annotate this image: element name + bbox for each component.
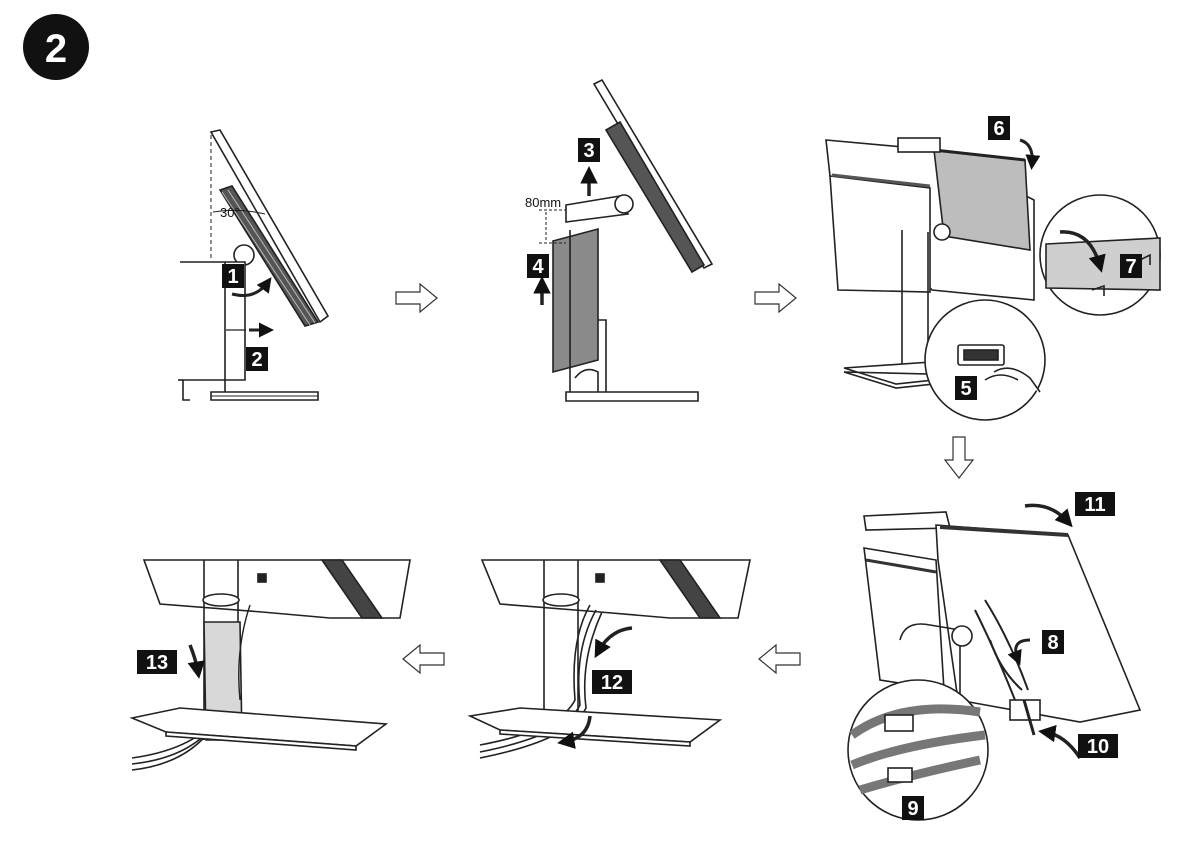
svg-text:13: 13	[146, 652, 168, 674]
panel-1-tilt-monitor: 30°	[178, 129, 330, 401]
step-label-6: 6	[988, 116, 1010, 140]
flow-arrow-3	[943, 436, 975, 479]
svg-text:8: 8	[1047, 632, 1058, 654]
svg-text:1: 1	[227, 266, 238, 288]
panel-5-insert-cable-cover	[467, 559, 751, 759]
svg-text:9: 9	[907, 798, 918, 820]
step-number-badge: 2	[23, 14, 89, 80]
angle-label: 30°	[220, 205, 240, 220]
panel-2-remove-cover	[533, 78, 714, 402]
step-label-13: 13	[137, 650, 177, 674]
svg-text:4: 4	[532, 256, 544, 278]
step-label-2: 2	[246, 347, 268, 371]
step-label-11: 11	[1075, 492, 1115, 516]
panel-6-finished-cover	[129, 559, 411, 771]
flow-arrow-2	[754, 282, 797, 314]
step-label-4: 4	[527, 254, 549, 278]
svg-text:7: 7	[1125, 256, 1136, 278]
svg-text:12: 12	[601, 672, 623, 694]
step-label-10: 10	[1078, 734, 1118, 758]
step-label-9: 9	[902, 796, 924, 820]
step-number: 2	[45, 27, 67, 71]
step-label-3: 3	[578, 138, 600, 162]
step-label-5: 5	[955, 376, 977, 400]
svg-text:6: 6	[993, 118, 1004, 140]
svg-text:2: 2	[251, 349, 262, 371]
flow-arrow-1	[395, 282, 438, 314]
step-label-1: 1	[222, 264, 244, 288]
height-label: 80mm	[525, 195, 561, 210]
flow-arrow-4	[758, 643, 801, 675]
svg-text:10: 10	[1087, 736, 1109, 758]
step-label-8: 8	[1042, 630, 1064, 654]
step-label-7: 7	[1120, 254, 1142, 278]
panel-4-route-cables	[847, 503, 1142, 821]
svg-text:11: 11	[1084, 494, 1105, 516]
flow-arrow-5	[402, 643, 445, 675]
svg-text:3: 3	[583, 140, 594, 162]
svg-text:5: 5	[960, 378, 971, 400]
step-label-12: 12	[592, 670, 632, 694]
panel-3-release-cover	[825, 137, 1161, 421]
